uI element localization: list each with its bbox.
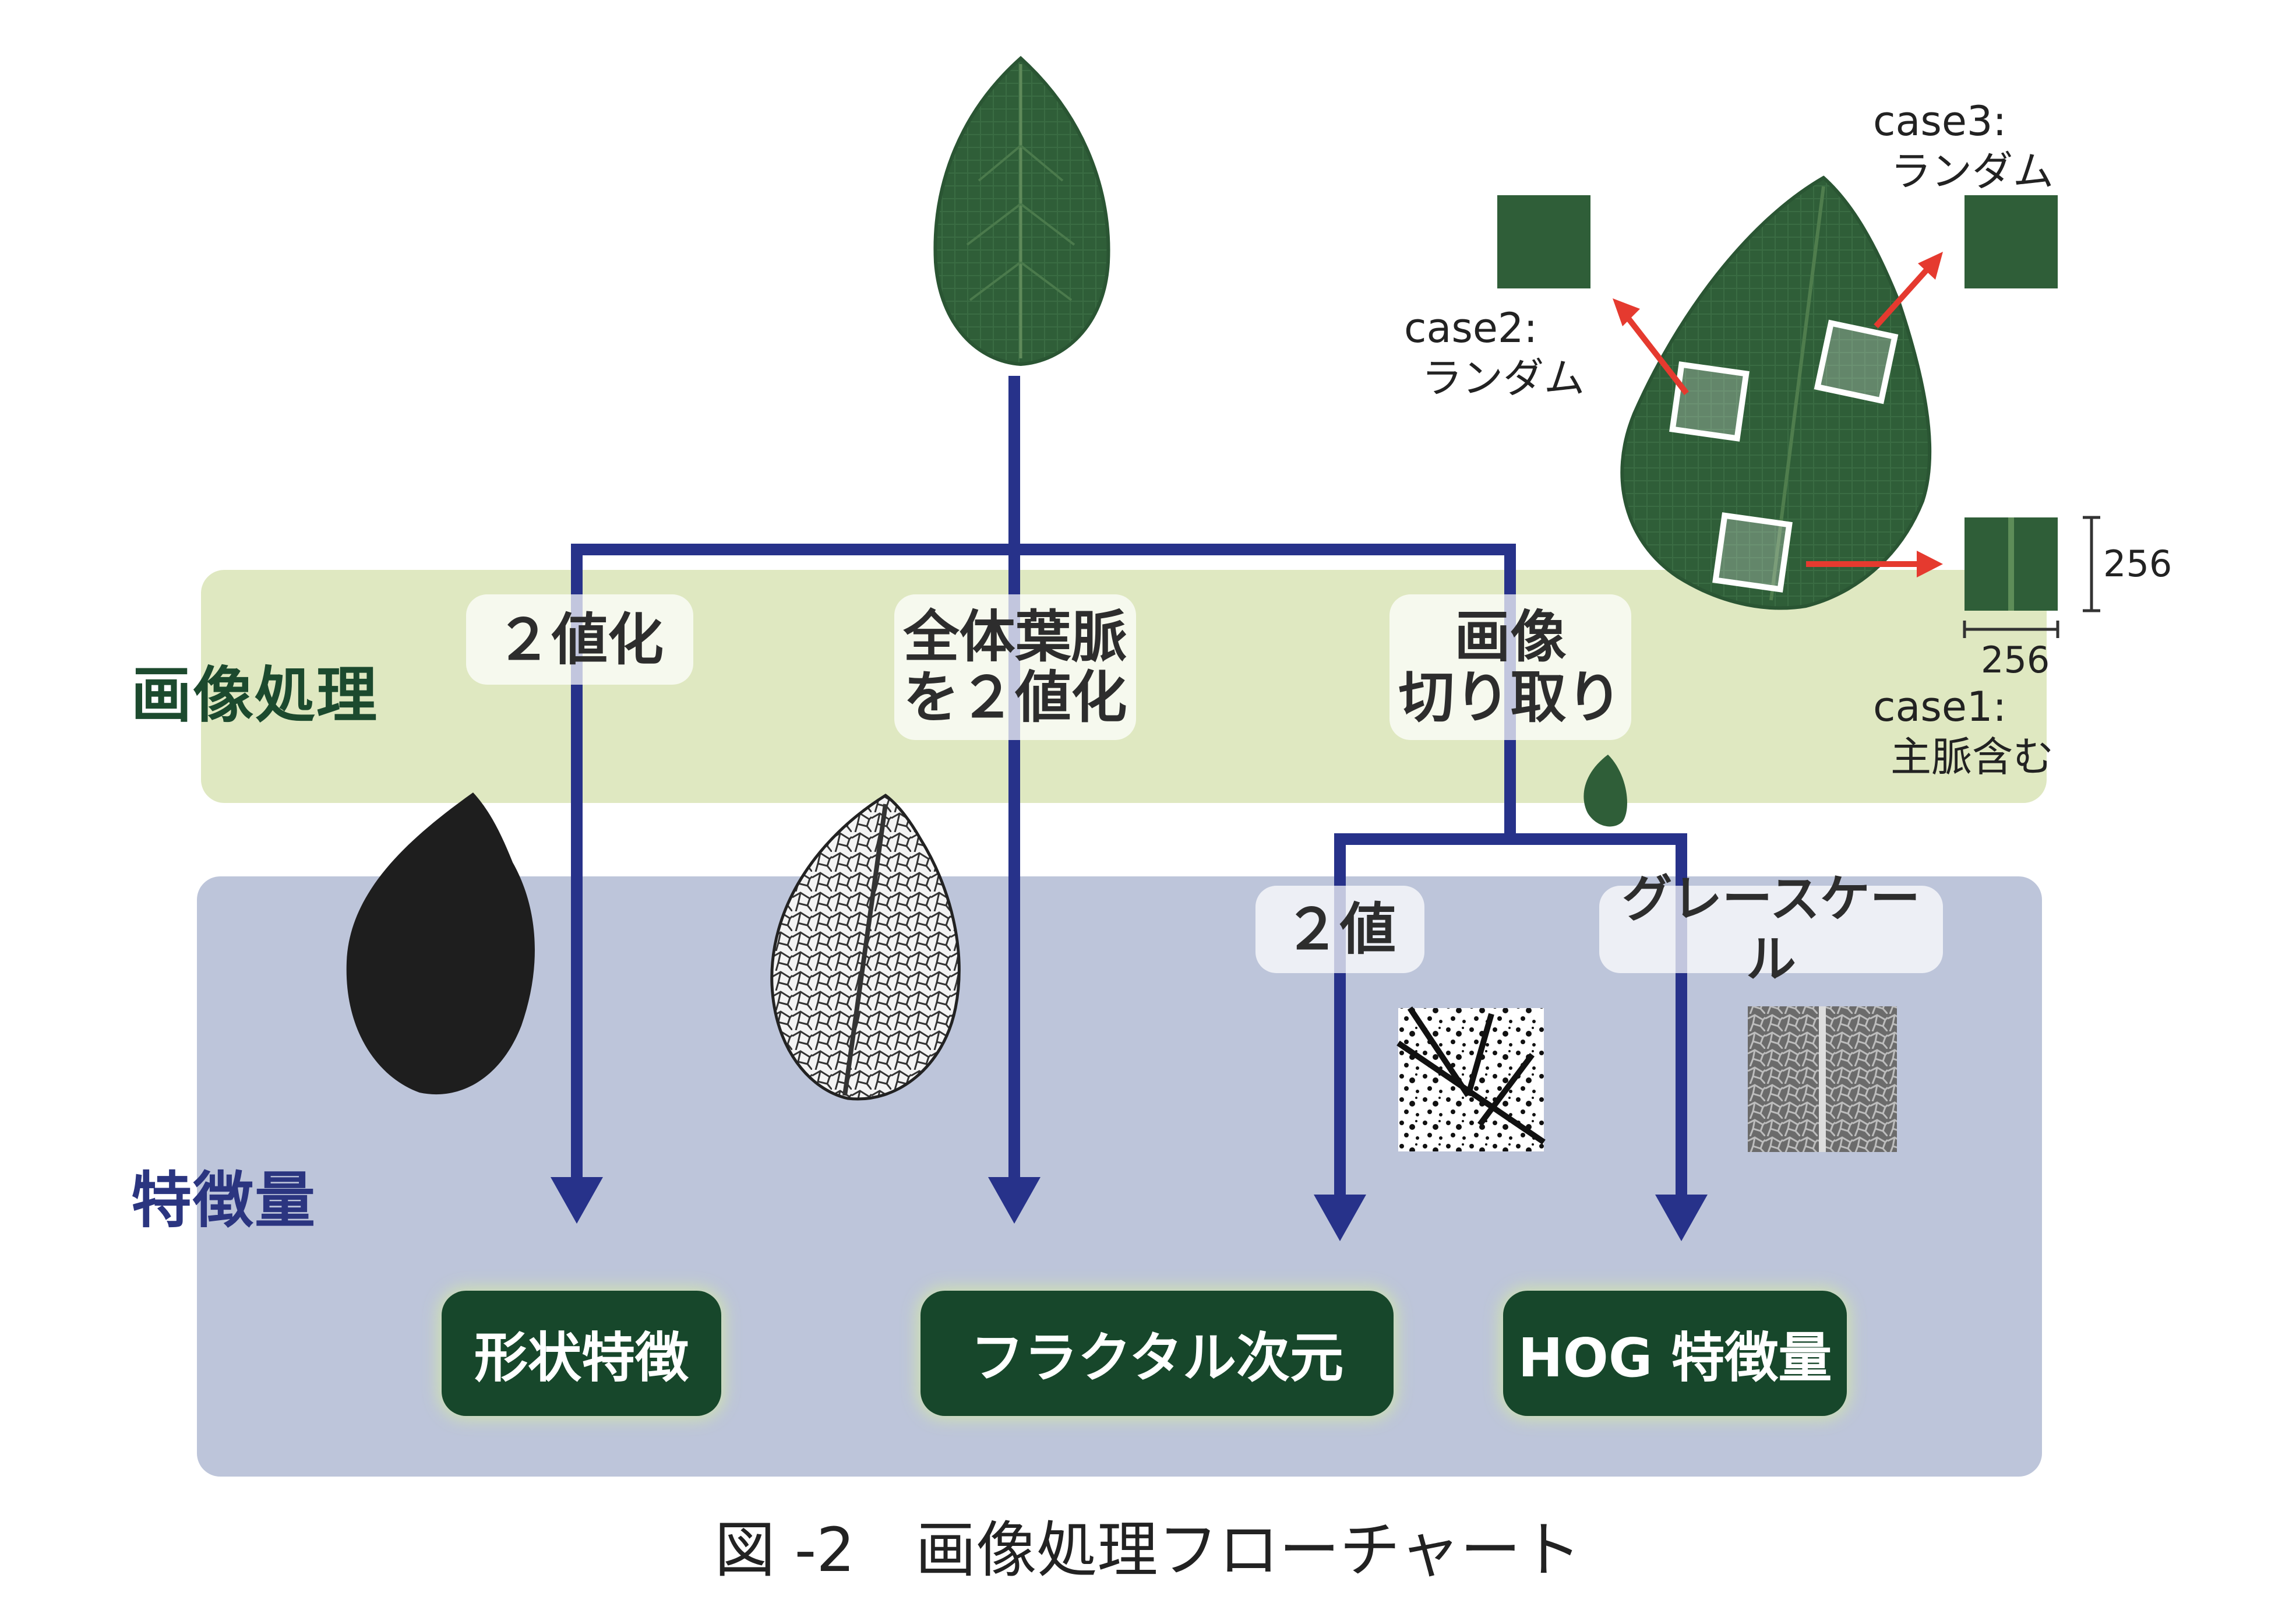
step-crop-line2: 切り取り <box>1398 665 1623 730</box>
case3-title: case3: <box>1873 97 2007 145</box>
crop-height-label: 256 <box>2103 542 2172 585</box>
silhouette-leaf <box>346 792 535 1095</box>
case1-title: case1: <box>1873 683 2007 731</box>
small-leaf <box>1583 755 1627 827</box>
case3-thumbnail <box>1965 195 2058 288</box>
case3-note: case3: ランダム <box>1873 96 2054 196</box>
step-grayscale: グレースケール <box>1599 870 1943 989</box>
crop-box-case1 <box>1712 512 1793 593</box>
result-fractal-dimension: フラクタル次元 <box>920 1291 1394 1416</box>
features-band-label: 特徴量 <box>131 1165 317 1236</box>
vein-leaf <box>770 793 961 1101</box>
processing-band-label: 画像処理 <box>131 660 379 731</box>
step-vein-binarize: 全体葉脈 を２値化 <box>894 594 1136 740</box>
step-binarize: ２値化 <box>466 594 693 685</box>
arrowhead-shape <box>551 1177 603 1224</box>
case2-title: case2: <box>1404 304 1538 352</box>
arrowhead-fractal <box>988 1177 1041 1224</box>
red-arrowhead-case3 <box>1918 252 1943 280</box>
arrowhead-gray <box>1655 1195 1708 1241</box>
case1-note: case1: 主脈含む <box>1873 682 2054 782</box>
step-binarize-label: ２値化 <box>496 607 664 672</box>
step-crop-line1: 画像 <box>1454 604 1567 670</box>
case2-desc: ランダム <box>1422 354 1585 402</box>
red-arrowhead-case2 <box>1613 298 1640 326</box>
step-vein-line2: を２値化 <box>903 665 1127 730</box>
step-crop: 画像 切り取り <box>1389 594 1631 740</box>
dimension-markers <box>1963 516 2100 638</box>
case3-desc: ランダム <box>1891 147 2054 195</box>
step-binary: ２値 <box>1255 886 1424 973</box>
step-grayscale-label: グレースケール <box>1622 870 1920 989</box>
result-hog-features: HOG 特徴量 <box>1503 1291 1847 1416</box>
case2-thumbnail <box>1497 195 1590 288</box>
arrowhead-binary <box>1314 1195 1366 1241</box>
crop-width-label: 256 <box>1981 639 2050 681</box>
crop-box-case3 <box>1814 319 1899 404</box>
step-binary-label: ２値 <box>1284 897 1396 962</box>
step-vein-line1: 全体葉脈 <box>903 604 1127 670</box>
red-arrowhead-case1 <box>1917 551 1943 577</box>
figure-caption: 図 -2 画像処理フローチャート <box>714 1514 1582 1586</box>
crop-source-leaf <box>1620 175 1932 610</box>
case1-desc: 主脈含む <box>1891 733 2054 781</box>
flow-arrowheads <box>551 1177 1708 1241</box>
crop-box-case2 <box>1669 361 1750 442</box>
red-arrows <box>1623 266 1931 567</box>
source-leaf <box>933 55 1110 367</box>
result-shape-features: 形状特徴 <box>442 1291 721 1416</box>
case2-note: case2: ランダム <box>1404 303 1585 403</box>
